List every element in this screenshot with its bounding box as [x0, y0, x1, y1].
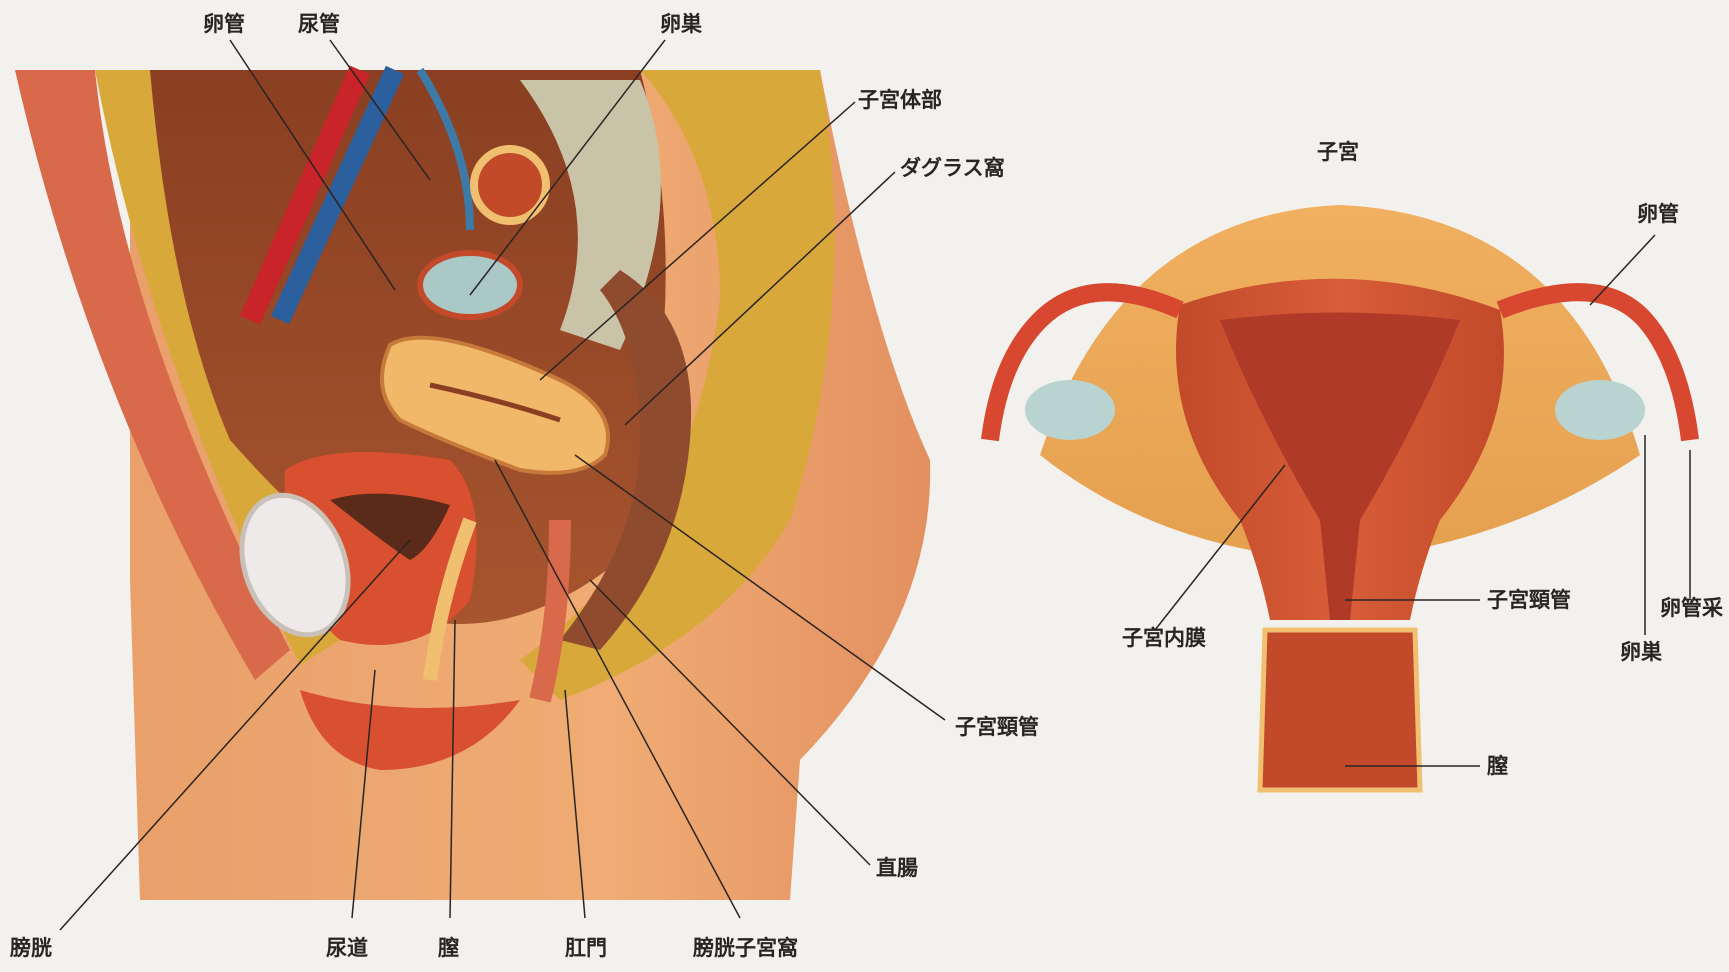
label-ovary: 卵巣 [660, 14, 702, 35]
label-r-cervical-canal: 子宮頸管 [1487, 590, 1571, 611]
uterus-frontal [990, 205, 1690, 790]
label-urethra: 尿道 [326, 938, 368, 959]
label-vagina: 膣 [438, 938, 459, 959]
label-bladder: 膀胱 [10, 938, 52, 959]
label-uterine-body: 子宮体部 [858, 90, 942, 111]
uterus-title: 子宮 [1317, 142, 1359, 163]
label-rectum: 直腸 [876, 858, 918, 879]
sagittal-section [15, 70, 930, 900]
right-ovary-shape [1555, 380, 1645, 440]
label-ureter: 尿管 [298, 14, 340, 35]
left-ovary-shape [1025, 380, 1115, 440]
ovary-shape [420, 253, 520, 317]
label-oviduct: 卵管 [203, 14, 245, 35]
label-anus: 肛門 [565, 938, 607, 959]
label-r-oviduct: 卵管 [1637, 204, 1679, 225]
label-douglas-pouch: ダグラス窩 [900, 158, 1005, 179]
label-r-ovary: 卵巣 [1620, 642, 1662, 663]
label-cervical-canal: 子宮頸管 [955, 717, 1039, 738]
label-r-fimbria: 卵管采 [1660, 598, 1723, 619]
label-r-vagina: 膣 [1487, 756, 1508, 777]
label-vesicouterine-pouch: 膀胱子宮窩 [693, 938, 798, 959]
label-r-endometrium: 子宮内膜 [1122, 628, 1206, 649]
